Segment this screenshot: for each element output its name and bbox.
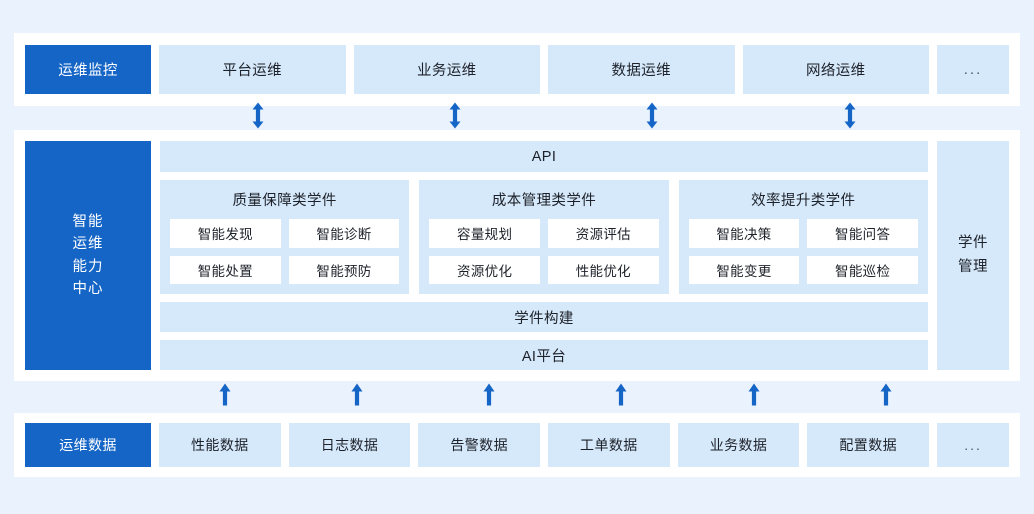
up-arrow-icon [615,383,628,411]
tile-intelligent-qa[interactable]: 智能问答 [807,219,918,248]
ops-data-row: 运维数据 性能数据 日志数据 告警数据 工单数据 业务数据 配置数据 ... [14,413,1020,477]
chip-business-ops[interactable]: 业务运维 [353,45,540,94]
chip-more-data[interactable]: ... [937,423,1010,467]
double-arrow-icon [252,102,265,134]
right-panel-line: 学件 [958,235,988,252]
right-panel-line: 管理 [958,258,988,275]
chip-alarm-data[interactable]: 告警数据 [418,423,541,467]
side-panel-line: 运维 [72,236,104,253]
chip-config-data[interactable]: 配置数据 [807,423,930,467]
tile-resource-assessment[interactable]: 资源评估 [547,219,659,248]
chip-ops-data[interactable]: 运维数据 [25,423,151,467]
group-tiles: 智能发现 智能诊断 智能处置 智能预防 [170,219,400,284]
chip-label: 性能数据 [191,437,249,453]
ellipsis-label: ... [963,61,983,78]
chip-network-ops[interactable]: 网络运维 [742,45,929,94]
chip-label: 数据运维 [611,63,672,79]
tile-intelligent-inspection[interactable]: 智能巡检 [807,255,918,284]
chip-label: 业务数据 [709,437,768,453]
tile-capacity-planning[interactable]: 容量规划 [429,219,540,248]
up-arrow-icon [483,383,496,411]
chip-ticket-data[interactable]: 工单数据 [548,423,670,467]
double-arrow-icon [646,102,659,134]
ai-platform-bar[interactable]: AI平台 [160,340,928,370]
chip-business-data[interactable]: 业务数据 [677,423,800,467]
chip-label: 业务运维 [416,63,477,79]
up-arrow-icon [880,383,893,411]
double-arrow-icon [449,102,462,134]
tile-intelligent-prevention[interactable]: 智能预防 [288,255,400,284]
up-arrow-icon [748,383,761,411]
chip-label: 工单数据 [580,437,638,453]
group-efficiency-improvement: 效率提升类学件 智能决策 智能问答 智能变更 智能巡检 [678,180,928,294]
tile-intelligent-discovery[interactable]: 智能发现 [170,219,281,248]
chip-label: 告警数据 [450,437,508,453]
group-title: 质量保障类学件 [232,193,337,209]
api-bar[interactable]: API [160,141,928,172]
platform-label: AI平台 [521,348,567,365]
group-title: 效率提升类学件 [751,193,856,209]
group-title: 成本管理类学件 [491,193,597,209]
learnware-build-bar[interactable]: 学件构建 [160,302,928,332]
chip-label: 运维数据 [59,437,117,453]
side-panel-line: 智能 [72,213,104,230]
group-quality-assurance: 质量保障类学件 智能发现 智能诊断 智能处置 智能预防 [160,180,410,294]
double-arrow-icon [844,102,857,134]
chip-label: 运维监控 [58,63,118,79]
chip-performance-data[interactable]: 性能数据 [159,423,281,467]
api-label: API [531,148,557,165]
chip-more-ops[interactable]: ... [937,45,1009,94]
learnware-groups: 质量保障类学件 智能发现 智能诊断 智能处置 智能预防 成本管理类学件 容量规划… [160,180,928,294]
side-panel-line: 能力 [72,258,104,275]
side-panel-learnware-management[interactable]: 学件 管理 [937,141,1009,370]
chip-label: 配置数据 [839,437,897,453]
chip-label: 平台运维 [222,63,283,79]
chip-log-data[interactable]: 日志数据 [288,423,411,467]
ops-monitoring-row: 运维监控 平台运维 业务运维 数据运维 网络运维 ... [14,33,1020,106]
chip-platform-ops[interactable]: 平台运维 [159,45,346,94]
group-tiles: 容量规划 资源评估 资源优化 性能优化 [429,219,659,284]
group-cost-management: 成本管理类学件 容量规划 资源评估 资源优化 性能优化 [419,180,669,294]
tile-resource-optimization[interactable]: 资源优化 [429,255,540,284]
up-arrow-icon [219,383,232,411]
capability-stack: API 质量保障类学件 智能发现 智能诊断 智能处置 智能预防 成本管理类学件 … [160,141,928,370]
chip-label: 日志数据 [320,437,379,453]
tile-intelligent-handling[interactable]: 智能处置 [170,255,281,284]
build-label: 学件构建 [514,310,574,327]
chip-label: 网络运维 [805,63,866,79]
bottom-arrow-band [14,381,1020,413]
group-tiles: 智能决策 智能问答 智能变更 智能巡检 [688,219,918,284]
up-arrow-icon [351,383,364,411]
side-panel-line: 中心 [72,280,104,297]
tile-intelligent-diagnosis[interactable]: 智能诊断 [288,219,400,248]
top-arrow-band [14,102,1020,130]
chip-data-ops[interactable]: 数据运维 [548,45,735,94]
chip-ops-monitoring[interactable]: 运维监控 [25,45,151,94]
side-panel-capability-center[interactable]: 智能 运维 能力 中心 [25,141,151,370]
tile-intelligent-change[interactable]: 智能变更 [688,255,800,284]
tile-performance-optimization[interactable]: 性能优化 [547,255,659,284]
ellipsis-label: ... [964,437,982,453]
tile-intelligent-decision[interactable]: 智能决策 [688,219,800,248]
aiops-capability-center-card: 智能 运维 能力 中心 API 质量保障类学件 智能发现 智能诊断 智能处置 智… [14,130,1020,381]
